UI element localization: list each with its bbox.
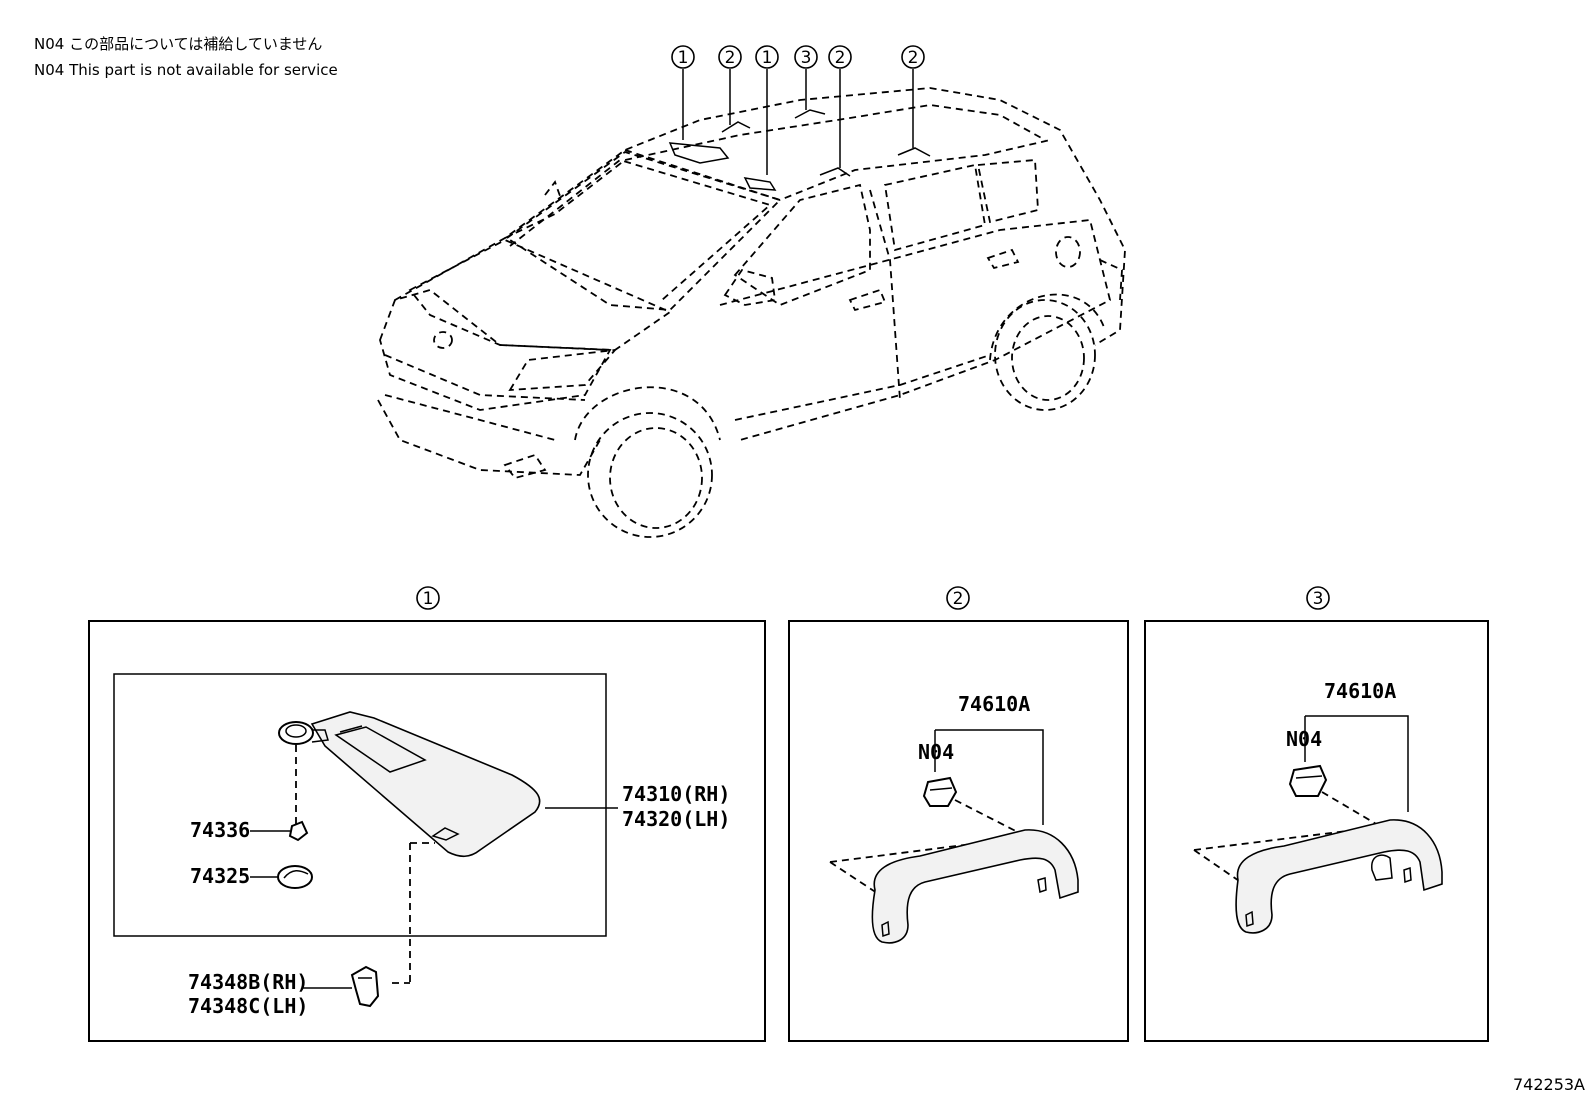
car-callout-number: 1 (678, 48, 689, 68)
car-callout-number: 2 (908, 48, 919, 68)
label-holder: 74348B(RH) 74348C(LH) (188, 970, 352, 1018)
label-visor: 74310(RH) 74320(LH) (545, 782, 730, 831)
panel-1-frame (88, 620, 766, 1042)
grip-3-leader (1305, 715, 1409, 812)
label-grip-3: 74610A (1324, 679, 1396, 703)
label-holder-rh: 74348B(RH) (188, 970, 308, 994)
figure-id: 742253A (1513, 1075, 1585, 1094)
label-cover: 74325 (190, 864, 279, 888)
grip-2-leader (935, 729, 1044, 825)
panel-1-inner-frame (113, 673, 607, 937)
clip-part (288, 820, 309, 842)
panel-2-frame (788, 620, 1129, 1042)
panel-1-header: 1 (416, 586, 440, 610)
assist-grip-2 (871, 829, 1079, 944)
label-visor-lh: 74320(LH) (622, 807, 730, 831)
car-callout-number: 2 (725, 48, 736, 68)
bracket-3 (1288, 764, 1328, 797)
holder-part (350, 965, 380, 1008)
panel-callout-number: 1 (423, 589, 434, 609)
panel-2-header: 2 (946, 586, 970, 610)
label-bracket-2: N04 (918, 740, 954, 764)
car-callout-3: 1 (755, 45, 779, 69)
note-japanese: N04 この部品については補給していません (34, 35, 322, 53)
car-callout-number: 1 (762, 48, 773, 68)
car-callout-number: 2 (835, 48, 846, 68)
label-grip-2: 74610A (958, 692, 1030, 716)
car-callout-2: 2 (718, 45, 742, 69)
car-illustration (377, 69, 1126, 538)
car-callout-4: 3 (794, 45, 818, 69)
label-cover-text: 74325 (190, 864, 250, 888)
label-visor-rh: 74310(RH) (622, 782, 730, 806)
panel-3-header: 3 (1306, 586, 1330, 610)
sun-visor (278, 711, 541, 858)
note-english: N04 This part is not available for servi… (34, 61, 338, 79)
car-callout-number: 3 (801, 48, 812, 68)
panel-callout-number: 3 (1313, 589, 1324, 609)
bracket-2 (922, 776, 958, 807)
car-callout-5: 2 (828, 45, 852, 69)
panel-3-frame (1144, 620, 1489, 1042)
car-callout-6: 2 (901, 45, 925, 69)
panel-callout-number: 2 (953, 589, 964, 609)
label-bracket-3: N04 (1286, 727, 1322, 751)
label-clip: 74336 (190, 818, 290, 842)
assist-grip-3 (1235, 819, 1443, 934)
cover-part (277, 865, 313, 889)
label-holder-lh: 74348C(LH) (188, 994, 308, 1018)
car-callout-1: 1 (671, 45, 695, 69)
label-clip-text: 74336 (190, 818, 250, 842)
